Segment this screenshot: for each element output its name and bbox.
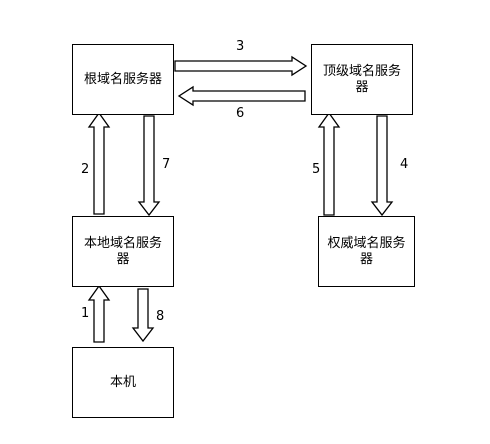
step-label-1: 1 [81, 306, 90, 321]
step-label-5: 5 [312, 162, 321, 177]
step-label-4: 4 [400, 157, 409, 172]
auth-server-label: 权威域名服务器 [327, 235, 406, 267]
local-server-box: 本地域名服务器 [72, 216, 174, 287]
step-label-2: 2 [81, 162, 90, 177]
local-server-label: 本地域名服务器 [83, 235, 162, 267]
arrow-step-8 [131, 288, 155, 343]
arrow-step-4 [370, 115, 394, 217]
step-label-8: 8 [156, 309, 165, 324]
tld-server-box: 顶级域名服务器 [311, 44, 413, 115]
arrow-step-5 [317, 111, 341, 216]
root-server-box: 根域名服务器 [72, 44, 174, 115]
arrow-step-6 [177, 85, 306, 107]
root-server-label: 根域名服务器 [83, 71, 162, 87]
arrow-step-7 [137, 115, 161, 217]
step-label-6: 6 [236, 106, 245, 121]
host-box: 本机 [72, 347, 174, 418]
tld-server-label: 顶级域名服务器 [322, 63, 401, 95]
step-label-3: 3 [236, 39, 245, 54]
arrow-step-1 [87, 284, 111, 343]
arrow-step-2 [87, 111, 111, 215]
host-label: 本机 [109, 374, 136, 390]
arrow-step-3 [174, 55, 308, 77]
step-label-7: 7 [162, 157, 171, 172]
auth-server-box: 权威域名服务器 [318, 216, 415, 287]
